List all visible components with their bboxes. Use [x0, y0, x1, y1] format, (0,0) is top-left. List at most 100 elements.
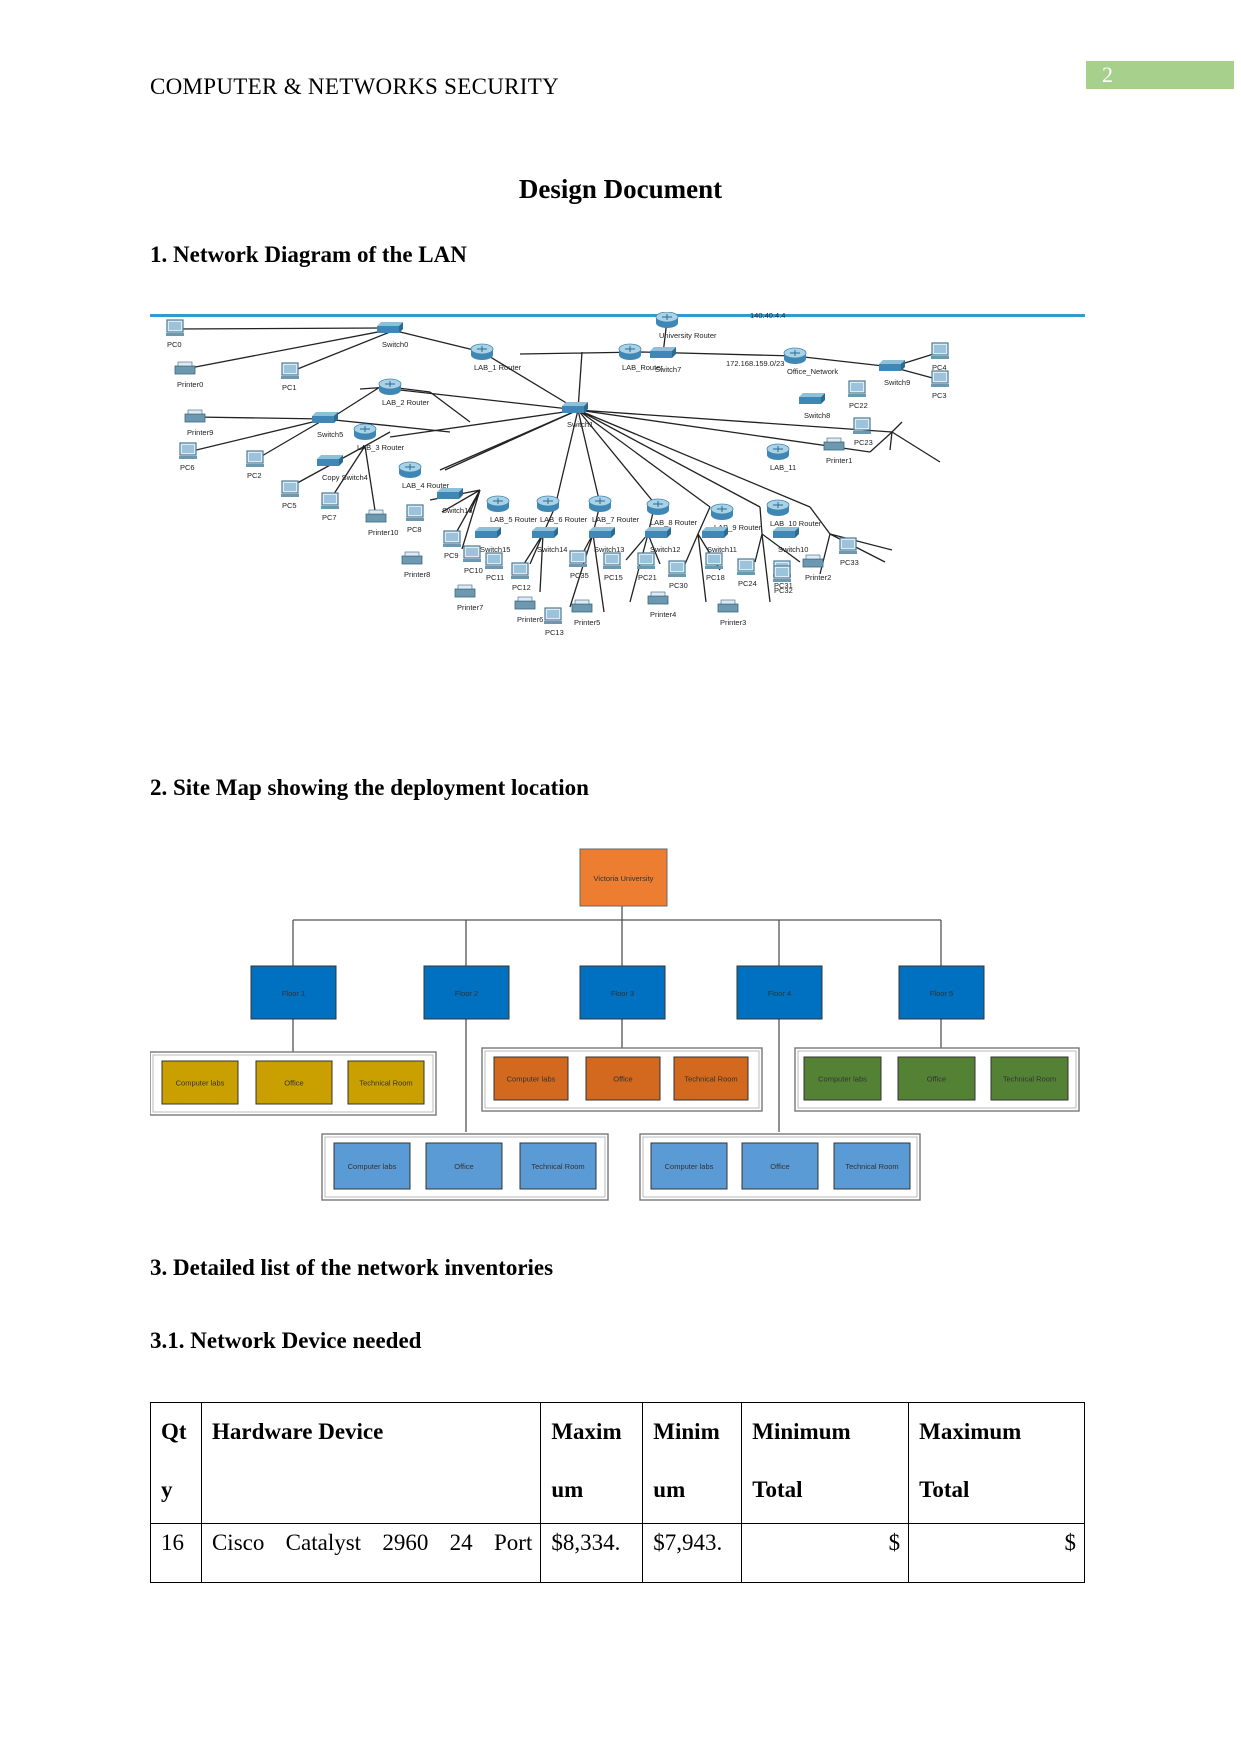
network-node: [377, 322, 403, 333]
node-label: PC1: [282, 383, 297, 392]
room-node: [585, 1056, 661, 1101]
room-node: [347, 1060, 425, 1105]
cell-qty: 16: [150, 1523, 202, 1583]
network-node: [544, 607, 562, 624]
network-node: [737, 558, 755, 575]
network-node: [823, 437, 845, 451]
network-node: [281, 480, 299, 497]
node-label: Printer2: [805, 573, 831, 582]
node-label: Printer10: [368, 528, 398, 537]
node-label: Printer9: [187, 428, 213, 437]
room-node: [255, 1060, 333, 1105]
cell-min: $7,943.: [642, 1523, 743, 1583]
node-label: PC33: [840, 558, 859, 567]
network-node: [802, 554, 824, 568]
network-node: [443, 530, 461, 547]
network-node: [437, 488, 463, 499]
node-label: PC35: [570, 571, 589, 580]
node-label: LAB_1 Router: [474, 363, 522, 372]
room-node: [990, 1056, 1069, 1101]
node-label: PC24: [738, 579, 757, 588]
network-node: [931, 370, 949, 387]
node-label: PC12: [512, 583, 531, 592]
room-label: Technical Room: [1003, 1075, 1056, 1084]
section-heading-network-diagram: 1. Network Diagram of the LAN: [150, 242, 467, 267]
network-node: [618, 343, 642, 360]
room-label: Computer labs: [665, 1162, 714, 1171]
node-label: PC7: [322, 513, 337, 522]
network-node: [783, 347, 807, 364]
room-label: Computer labs: [507, 1075, 556, 1084]
section-heading-devices: 3.1. Network Device needed: [150, 1328, 422, 1353]
node-label: PC0: [167, 340, 182, 349]
room-node: [519, 1142, 597, 1190]
network-node: [532, 527, 558, 538]
cell-min-total: $: [741, 1523, 910, 1583]
network-node: [511, 562, 529, 579]
floor-node: [423, 965, 510, 1020]
network-node: [773, 565, 791, 582]
room-label: Computer labs: [176, 1079, 225, 1088]
node-label: PC8: [407, 525, 422, 534]
network-node: [486, 495, 510, 512]
network-node: [668, 560, 686, 577]
node-label: Switch5: [317, 430, 343, 439]
network-node: [799, 393, 825, 404]
network-node: [569, 550, 587, 567]
ip-label-subnet: 172.168.159.0/23: [726, 359, 784, 368]
cell-max: $8,334.: [540, 1523, 644, 1583]
network-node: [766, 443, 790, 460]
cell-device: Cisco Catalyst 2960 24 Port: [200, 1523, 542, 1583]
ip-label-public: 140.40.4.4: [750, 312, 785, 320]
network-node: [378, 378, 402, 395]
node-label: Switch8: [804, 411, 830, 420]
room-label: Office: [613, 1075, 632, 1084]
network-node: [514, 596, 536, 610]
node-label: Copy Switch4: [322, 473, 368, 482]
node-label: Switch12: [650, 545, 680, 554]
root-node: [579, 848, 668, 907]
room-label: Computer labs: [818, 1075, 867, 1084]
network-node: [650, 347, 676, 358]
node-label: PC9: [444, 551, 459, 560]
floor-label: Floor 2: [455, 989, 478, 998]
node-label: Switch7: [655, 365, 681, 374]
network-node: [710, 503, 734, 520]
node-label: University Router: [659, 331, 717, 340]
node-label: Printer0: [177, 380, 203, 389]
network-node: [463, 545, 481, 562]
node-label: PC23: [854, 438, 873, 447]
node-label: Switch15: [480, 545, 510, 554]
network-node: [879, 360, 905, 371]
network-node: [353, 423, 377, 440]
node-label: LAB_4 Router: [402, 481, 450, 490]
node-label: PC10: [464, 566, 483, 575]
room-node: [741, 1142, 819, 1190]
network-node: [174, 361, 196, 375]
network-node: [166, 319, 184, 336]
network-node: [562, 402, 588, 413]
network-node: [655, 312, 679, 328]
room-node: [161, 1060, 239, 1105]
node-label: Office_Network: [787, 367, 838, 376]
node-label: LAB_9 Router: [714, 523, 762, 532]
network-node: [853, 417, 871, 434]
room-label: Office: [927, 1075, 946, 1084]
network-node: [603, 552, 621, 569]
network-node: [839, 537, 857, 554]
node-label: LAB_8 Router: [650, 518, 698, 527]
floor-label: Floor 4: [768, 989, 791, 998]
node-label: PC4: [932, 363, 947, 372]
network-node: [646, 498, 670, 515]
network-node: [717, 599, 739, 613]
node-label: Switch1: [567, 420, 593, 429]
node-label: LAB_Router: [622, 363, 663, 372]
room-node: [897, 1056, 976, 1101]
header-device: Hardware Device: [200, 1402, 542, 1524]
node-label: Printer8: [404, 570, 430, 579]
node-label: Switch16: [442, 506, 472, 515]
